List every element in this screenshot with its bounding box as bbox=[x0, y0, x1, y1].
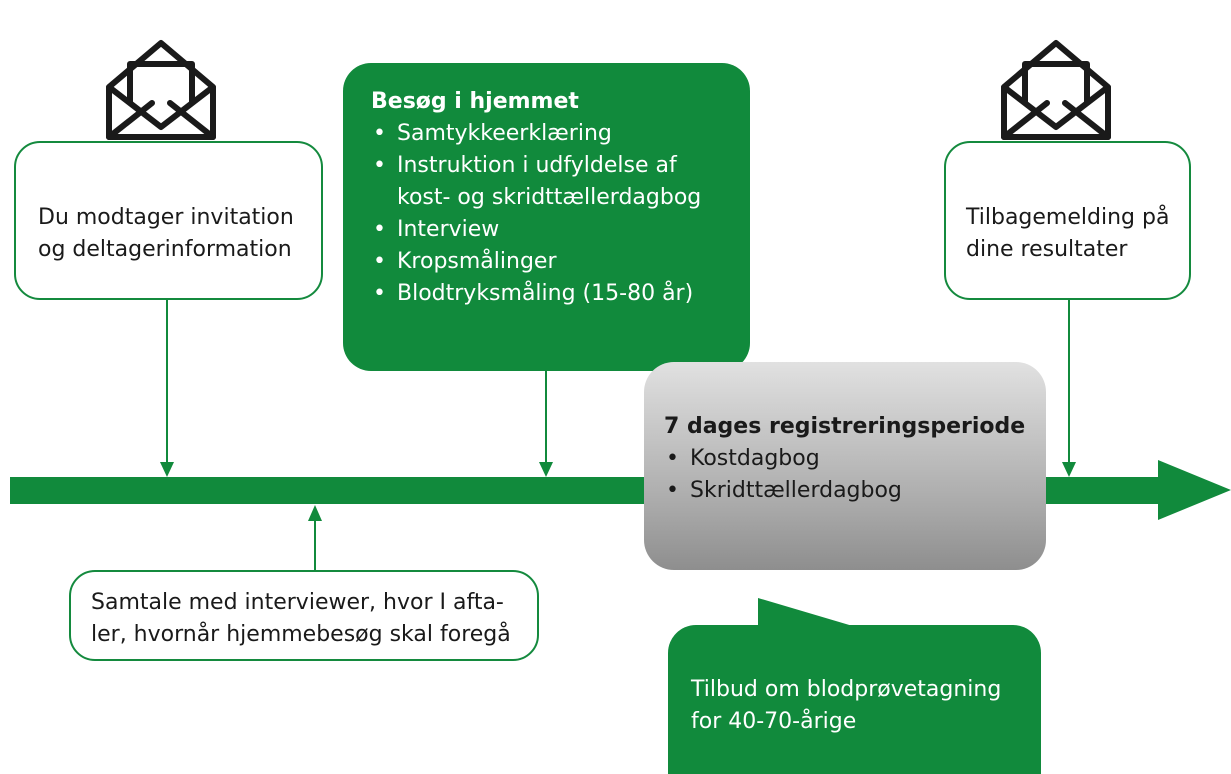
connector-invitation bbox=[160, 298, 174, 477]
home-visit-box: Besøg i hjemmet Samtykkeerklæring Instru… bbox=[343, 63, 750, 371]
invitation-text: Du modtager invitation og deltagerinform… bbox=[38, 205, 294, 262]
list-item: Interview bbox=[371, 214, 750, 246]
blood-test-text: Tilbud om blodprøvetagning for 40-70-åri… bbox=[691, 677, 1002, 734]
home-visit-title: Besøg i hjemmet bbox=[371, 89, 579, 114]
list-item: Kostdagbog bbox=[664, 443, 1046, 475]
interview-call-box: Samtale med interviewer, hvor I afta- le… bbox=[69, 570, 539, 661]
envelope-open-icon bbox=[1001, 40, 1111, 140]
connector-home-visit bbox=[539, 370, 553, 477]
list-item: Samtykkeerklæring bbox=[371, 118, 750, 150]
list-item: Blodtryksmåling (15-80 år) bbox=[371, 278, 750, 310]
list-item: Instruktion i udfyldelse af kost- og skr… bbox=[371, 150, 750, 214]
timeline-arrowhead bbox=[1158, 460, 1231, 520]
home-visit-list: Samtykkeerklæring Instruktion i udfyldel… bbox=[371, 118, 750, 310]
registration-period-box: 7 dages registreringsperiode Kostdagbog … bbox=[644, 362, 1046, 570]
timeline-arrow bbox=[10, 460, 1231, 520]
feedback-text: Tilbagemelding på dine resultater bbox=[966, 205, 1170, 262]
envelope-open-icon bbox=[106, 40, 216, 140]
interview-call-text: Samtale med interviewer, hvor I afta- le… bbox=[91, 590, 511, 647]
list-item: Kropsmålinger bbox=[371, 246, 750, 278]
blood-test-box: Tilbud om blodprøvetagning for 40-70-åri… bbox=[668, 625, 1041, 774]
invitation-box: Du modtager invitation og deltagerinform… bbox=[14, 141, 323, 300]
registration-list: Kostdagbog Skridttællerdagbog bbox=[664, 443, 1046, 507]
list-item: Skridttællerdagbog bbox=[664, 475, 1046, 507]
connector-feedback bbox=[1062, 298, 1076, 477]
connector-interview-call bbox=[308, 505, 322, 572]
feedback-box: Tilbagemelding på dine resultater bbox=[944, 141, 1191, 300]
registration-title: 7 dages registreringsperiode bbox=[664, 414, 1026, 439]
